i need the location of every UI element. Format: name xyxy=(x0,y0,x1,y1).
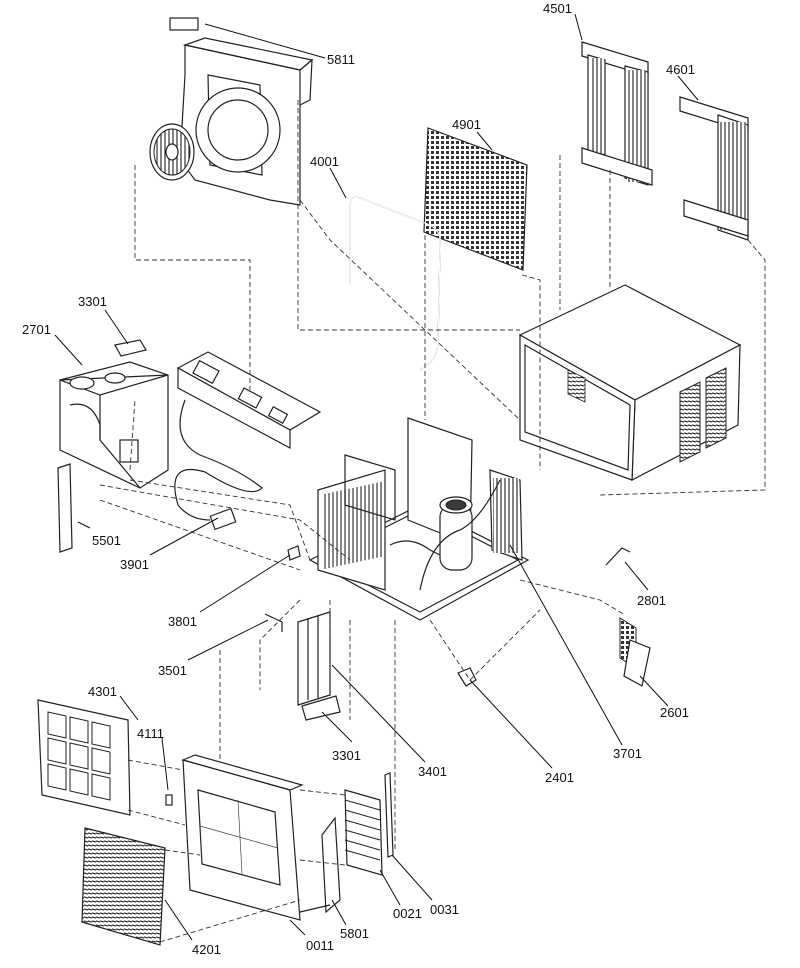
label-3301-bottom: 3301 xyxy=(332,748,361,763)
label-2401: 2401 xyxy=(545,770,574,785)
rod-part xyxy=(605,547,631,566)
label-3701: 3701 xyxy=(613,746,642,761)
label-3301-top: 3301 xyxy=(78,294,107,309)
label-4111: 4111 xyxy=(137,726,164,741)
label-4501: 4501 xyxy=(543,1,572,16)
power-cord-part xyxy=(174,399,263,531)
louver-frame-part xyxy=(299,816,341,914)
label-3501: 3501 xyxy=(158,663,187,678)
label-5501: 5501 xyxy=(92,533,121,548)
bracket-top-part xyxy=(114,339,147,357)
label-4001: 4001 xyxy=(310,154,339,169)
filter-screw-part xyxy=(165,794,173,806)
chassis-base-part xyxy=(308,417,530,621)
label-4201: 4201 xyxy=(192,942,221,957)
front-panel-part xyxy=(181,754,304,921)
label-0021: 0021 xyxy=(393,906,422,921)
label-2601: 2601 xyxy=(660,705,689,720)
screw-part xyxy=(287,545,301,561)
label-2801: 2801 xyxy=(637,593,666,608)
blower-housing-part xyxy=(149,17,314,206)
label-5801: 5801 xyxy=(340,926,369,941)
label-0011: 0011 xyxy=(306,938,334,953)
cabinet-part xyxy=(518,284,742,482)
label-3901: 3901 xyxy=(120,557,149,572)
control-panel-part xyxy=(176,351,322,450)
blower-wheel-part xyxy=(149,123,195,181)
label-5811: 5811 xyxy=(327,52,355,67)
side-curtain-right-part xyxy=(679,96,749,241)
part-labels: 5811 4501 4601 4901 4001 3301 2701 5501 … xyxy=(22,1,695,957)
vent-door-part xyxy=(619,617,651,687)
front-grille-part xyxy=(81,827,166,946)
leader-lines xyxy=(54,13,699,941)
label-3401: 3401 xyxy=(418,764,447,779)
label-2701: 2701 xyxy=(22,322,51,337)
side-curtain-left-part xyxy=(581,41,653,186)
louver-assembly-part xyxy=(344,789,383,876)
label-0031: 0031 xyxy=(430,902,459,917)
label-4901: 4901 xyxy=(452,117,481,132)
clip-part xyxy=(264,613,283,632)
control-box-part xyxy=(59,361,169,489)
rear-grille-part xyxy=(423,127,528,271)
gasket-part xyxy=(349,196,441,371)
insulation-strip-part xyxy=(57,463,73,553)
vertical-bar-part xyxy=(384,772,394,858)
label-4601: 4601 xyxy=(666,62,695,77)
air-filter-part xyxy=(37,699,131,816)
label-3801: 3801 xyxy=(168,614,197,629)
label-4301: 4301 xyxy=(88,684,117,699)
heater-strips-part xyxy=(297,611,341,721)
